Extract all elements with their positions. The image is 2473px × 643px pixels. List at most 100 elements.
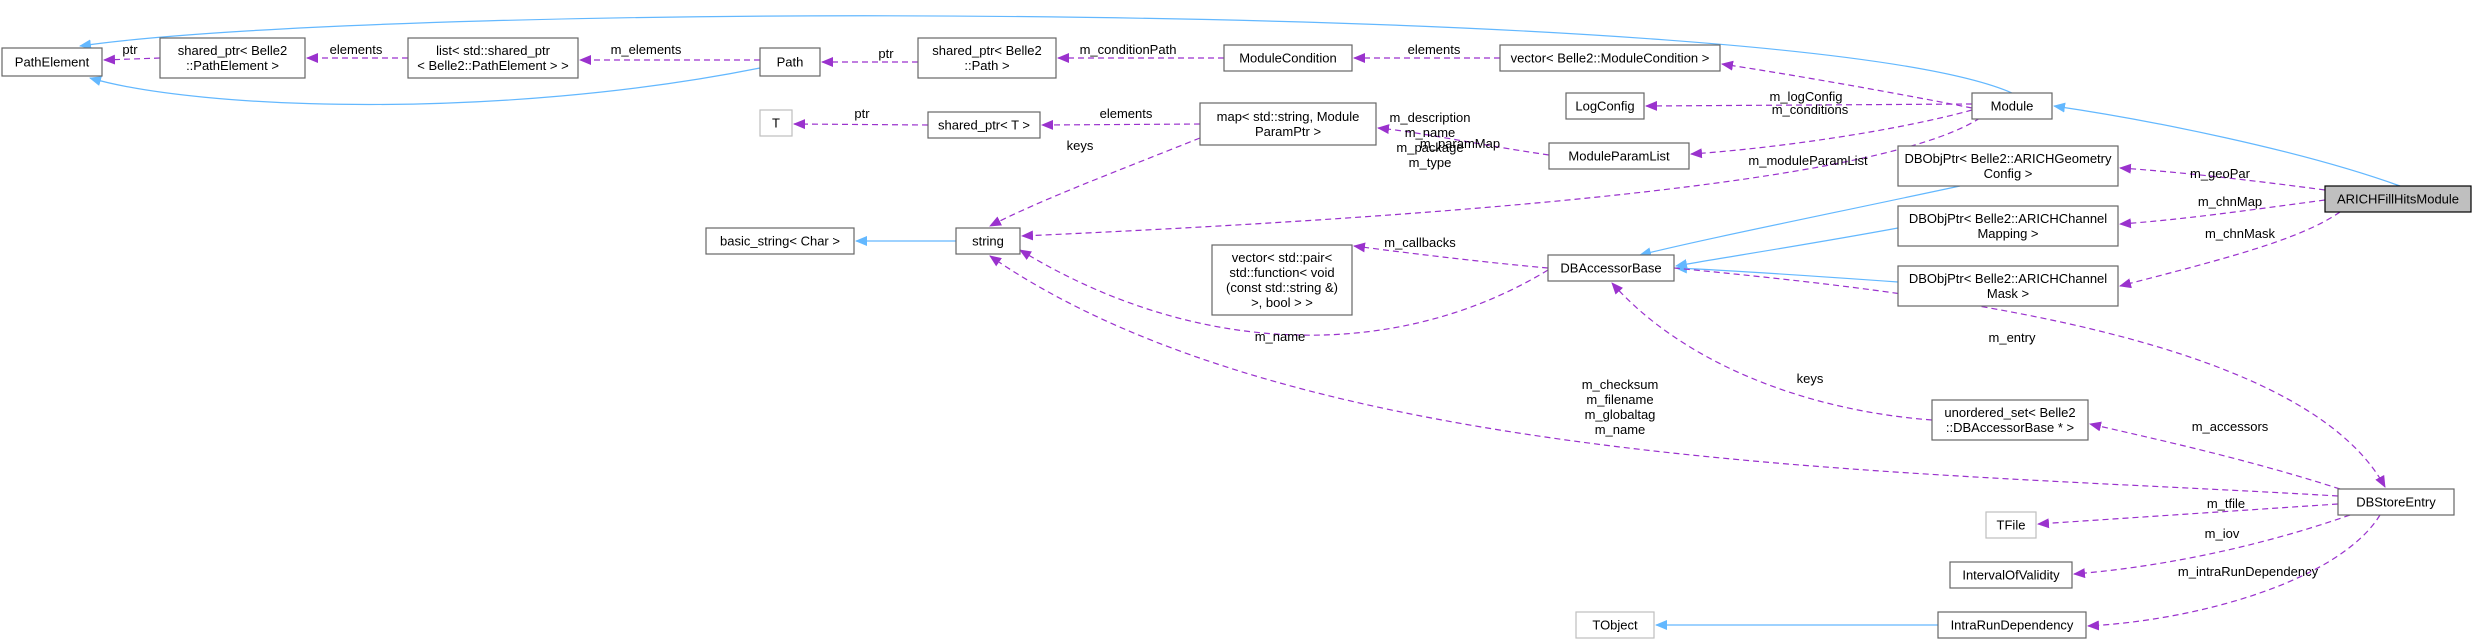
- class-node-name: PathElement: [15, 55, 90, 70]
- class-node-shared-ptr-path[interactable]: shared_ptr< Belle2::Path >: [917, 37, 1057, 79]
- class-node-box: [927, 111, 1041, 139]
- class-node-string[interactable]: string: [955, 227, 1021, 255]
- class-node-name-line: ParamPtr >: [1255, 124, 1321, 139]
- class-node-name: ModuleParamList: [1568, 149, 1670, 164]
- usage-edge-m-geo-par: [2119, 163, 2326, 191]
- usage-edge-m-intra-run-dependency: [2087, 514, 2381, 631]
- class-node-name: unordered_set< Belle2::DBAccessorBase * …: [1944, 405, 2075, 435]
- class-node-name-line: TObject: [1592, 618, 1638, 633]
- edge-label-line: m_checksum: [1582, 377, 1659, 392]
- class-node-db-store-entry[interactable]: DBStoreEntry: [2337, 488, 2455, 516]
- class-node-tobject[interactable]: TObject: [1575, 611, 1655, 639]
- class-node-log-config[interactable]: LogConfig: [1565, 92, 1645, 120]
- class-node-name-line: DBAccessorBase: [1560, 261, 1661, 276]
- class-node-name: Module: [1991, 99, 2034, 114]
- class-node-shared-ptr-t[interactable]: shared_ptr< T >: [927, 111, 1041, 139]
- edge-label-m-param-map: m_paramMap: [1420, 136, 1500, 151]
- edge-label-line: m_moduleParamList: [1748, 153, 1868, 168]
- class-node-path-element[interactable]: PathElement: [1, 47, 103, 77]
- class-node-interval-of-validity[interactable]: IntervalOfValidity: [1949, 561, 2073, 589]
- class-node-name-line: vector< Belle2::ModuleCondition >: [1511, 51, 1710, 66]
- class-node-box: [1931, 399, 2089, 441]
- edge-label-line: m_filename: [1586, 392, 1653, 407]
- class-node-tfile[interactable]: TFile: [1985, 511, 2037, 539]
- class-node-box: [1199, 102, 1377, 146]
- usage-edge-keys-set: [1611, 282, 1933, 421]
- edge-label-line: m_conditionPath: [1080, 42, 1177, 57]
- edge-label-m-tfile: m_tfile: [2207, 496, 2245, 511]
- inherit-path-to-pathelement: [89, 67, 761, 106]
- class-node-module-param-list[interactable]: ModuleParamList: [1548, 142, 1690, 170]
- class-node-name-line: std::function< void: [1229, 265, 1334, 280]
- class-node-name-line: basic_string< Char >: [720, 234, 840, 249]
- class-node-box: [1211, 244, 1353, 316]
- class-node-db-accessor-base[interactable]: DBAccessorBase: [1547, 254, 1675, 282]
- edge-label-line: m_elements: [611, 42, 682, 57]
- class-node-path[interactable]: Path: [759, 47, 821, 77]
- class-node-box: [1985, 511, 2037, 539]
- edge-label-m-entry: m_entry: [1989, 330, 2036, 345]
- class-node-vector-pair[interactable]: vector< std::pair<std::function< void(co…: [1211, 244, 1353, 316]
- class-node-box: [1, 47, 103, 77]
- class-node-module-condition[interactable]: ModuleCondition: [1223, 44, 1353, 72]
- edge-label-ptr-path: ptr: [878, 46, 894, 61]
- edge-label-line: ptr: [854, 106, 870, 121]
- class-node-box: [955, 227, 1021, 255]
- edge-label-m-conditions: m_conditions: [1772, 102, 1849, 117]
- edge-label-line: m_callbacks: [1384, 235, 1456, 250]
- class-node-vector-module-condition[interactable]: vector< Belle2::ModuleCondition >: [1499, 44, 1721, 72]
- usage-edge-m-conditions: [1721, 60, 1973, 109]
- class-node-name-line: TFile: [1997, 518, 2026, 533]
- class-node-name-line: Module: [1991, 99, 2034, 114]
- class-node-name: Path: [777, 55, 804, 70]
- class-node-name-line: list< std::shared_ptr: [436, 43, 550, 58]
- class-node-name-line: unordered_set< Belle2: [1944, 405, 2075, 420]
- edge-label-ptr-pe: ptr: [122, 42, 138, 57]
- class-node-t[interactable]: T: [759, 109, 793, 137]
- class-node-name: ARICHFillHitsModule: [2337, 192, 2459, 207]
- edge-label-line: keys: [1797, 371, 1824, 386]
- class-node-intra-run-dependency[interactable]: IntraRunDependency: [1937, 611, 2087, 639]
- class-node-box: [1897, 205, 2119, 247]
- class-node-name-line: string: [972, 234, 1004, 249]
- class-node-name-line: shared_ptr< Belle2: [178, 43, 288, 58]
- edge-label-line: m_globaltag: [1585, 407, 1656, 422]
- class-node-list-shared-ptr[interactable]: list< std::shared_ptr< Belle2::PathEleme…: [407, 37, 579, 79]
- class-node-box: [1971, 92, 2053, 120]
- class-node-name-line: T: [772, 116, 780, 131]
- inherit-module-to-pathelement: [79, 15, 2013, 94]
- inherit-geometry-to-accessor: [1639, 185, 1961, 258]
- class-node-unordered-set[interactable]: unordered_set< Belle2::DBAccessorBase * …: [1931, 399, 2089, 441]
- class-node-name-line: Config >: [1984, 166, 2033, 181]
- usage-edge-elements-map: [1041, 119, 1201, 130]
- usage-edge-m-chn-map: [2119, 199, 2326, 229]
- class-node-name-line: (const std::string &): [1226, 280, 1338, 295]
- edge-label-line: m_name: [1255, 329, 1306, 344]
- class-node-shared-ptr-path-element[interactable]: shared_ptr< Belle2::PathElement >: [159, 37, 306, 79]
- class-node-basic-string[interactable]: basic_string< Char >: [705, 227, 855, 255]
- class-node-name-line: Path: [777, 55, 804, 70]
- class-node-module[interactable]: Module: [1971, 92, 2053, 120]
- class-node-name: vector< std::pair<std::function< void(co…: [1226, 250, 1338, 310]
- class-node-name-line: DBStoreEntry: [2356, 495, 2436, 510]
- class-node-arich-fill-hits-module[interactable]: ARICHFillHitsModule: [2324, 185, 2472, 213]
- class-node-name: T: [772, 116, 780, 131]
- class-node-name: vector< Belle2::ModuleCondition >: [1511, 51, 1710, 66]
- edges-layer: [79, 15, 2401, 631]
- class-node-box: [759, 47, 821, 77]
- class-node-name-line: ARICHFillHitsModule: [2337, 192, 2459, 207]
- class-node-box: [1937, 611, 2087, 639]
- edge-label-elements-map: elements: [1100, 106, 1153, 121]
- usage-edge-m-name-db: [1019, 249, 1549, 336]
- class-node-name: TFile: [1997, 518, 2026, 533]
- edge-label-line: elements: [1100, 106, 1153, 121]
- edge-label-line: m_type: [1409, 155, 1452, 170]
- class-node-box: [1223, 44, 1353, 72]
- edge-label-m-chn-map: m_chnMap: [2198, 194, 2262, 209]
